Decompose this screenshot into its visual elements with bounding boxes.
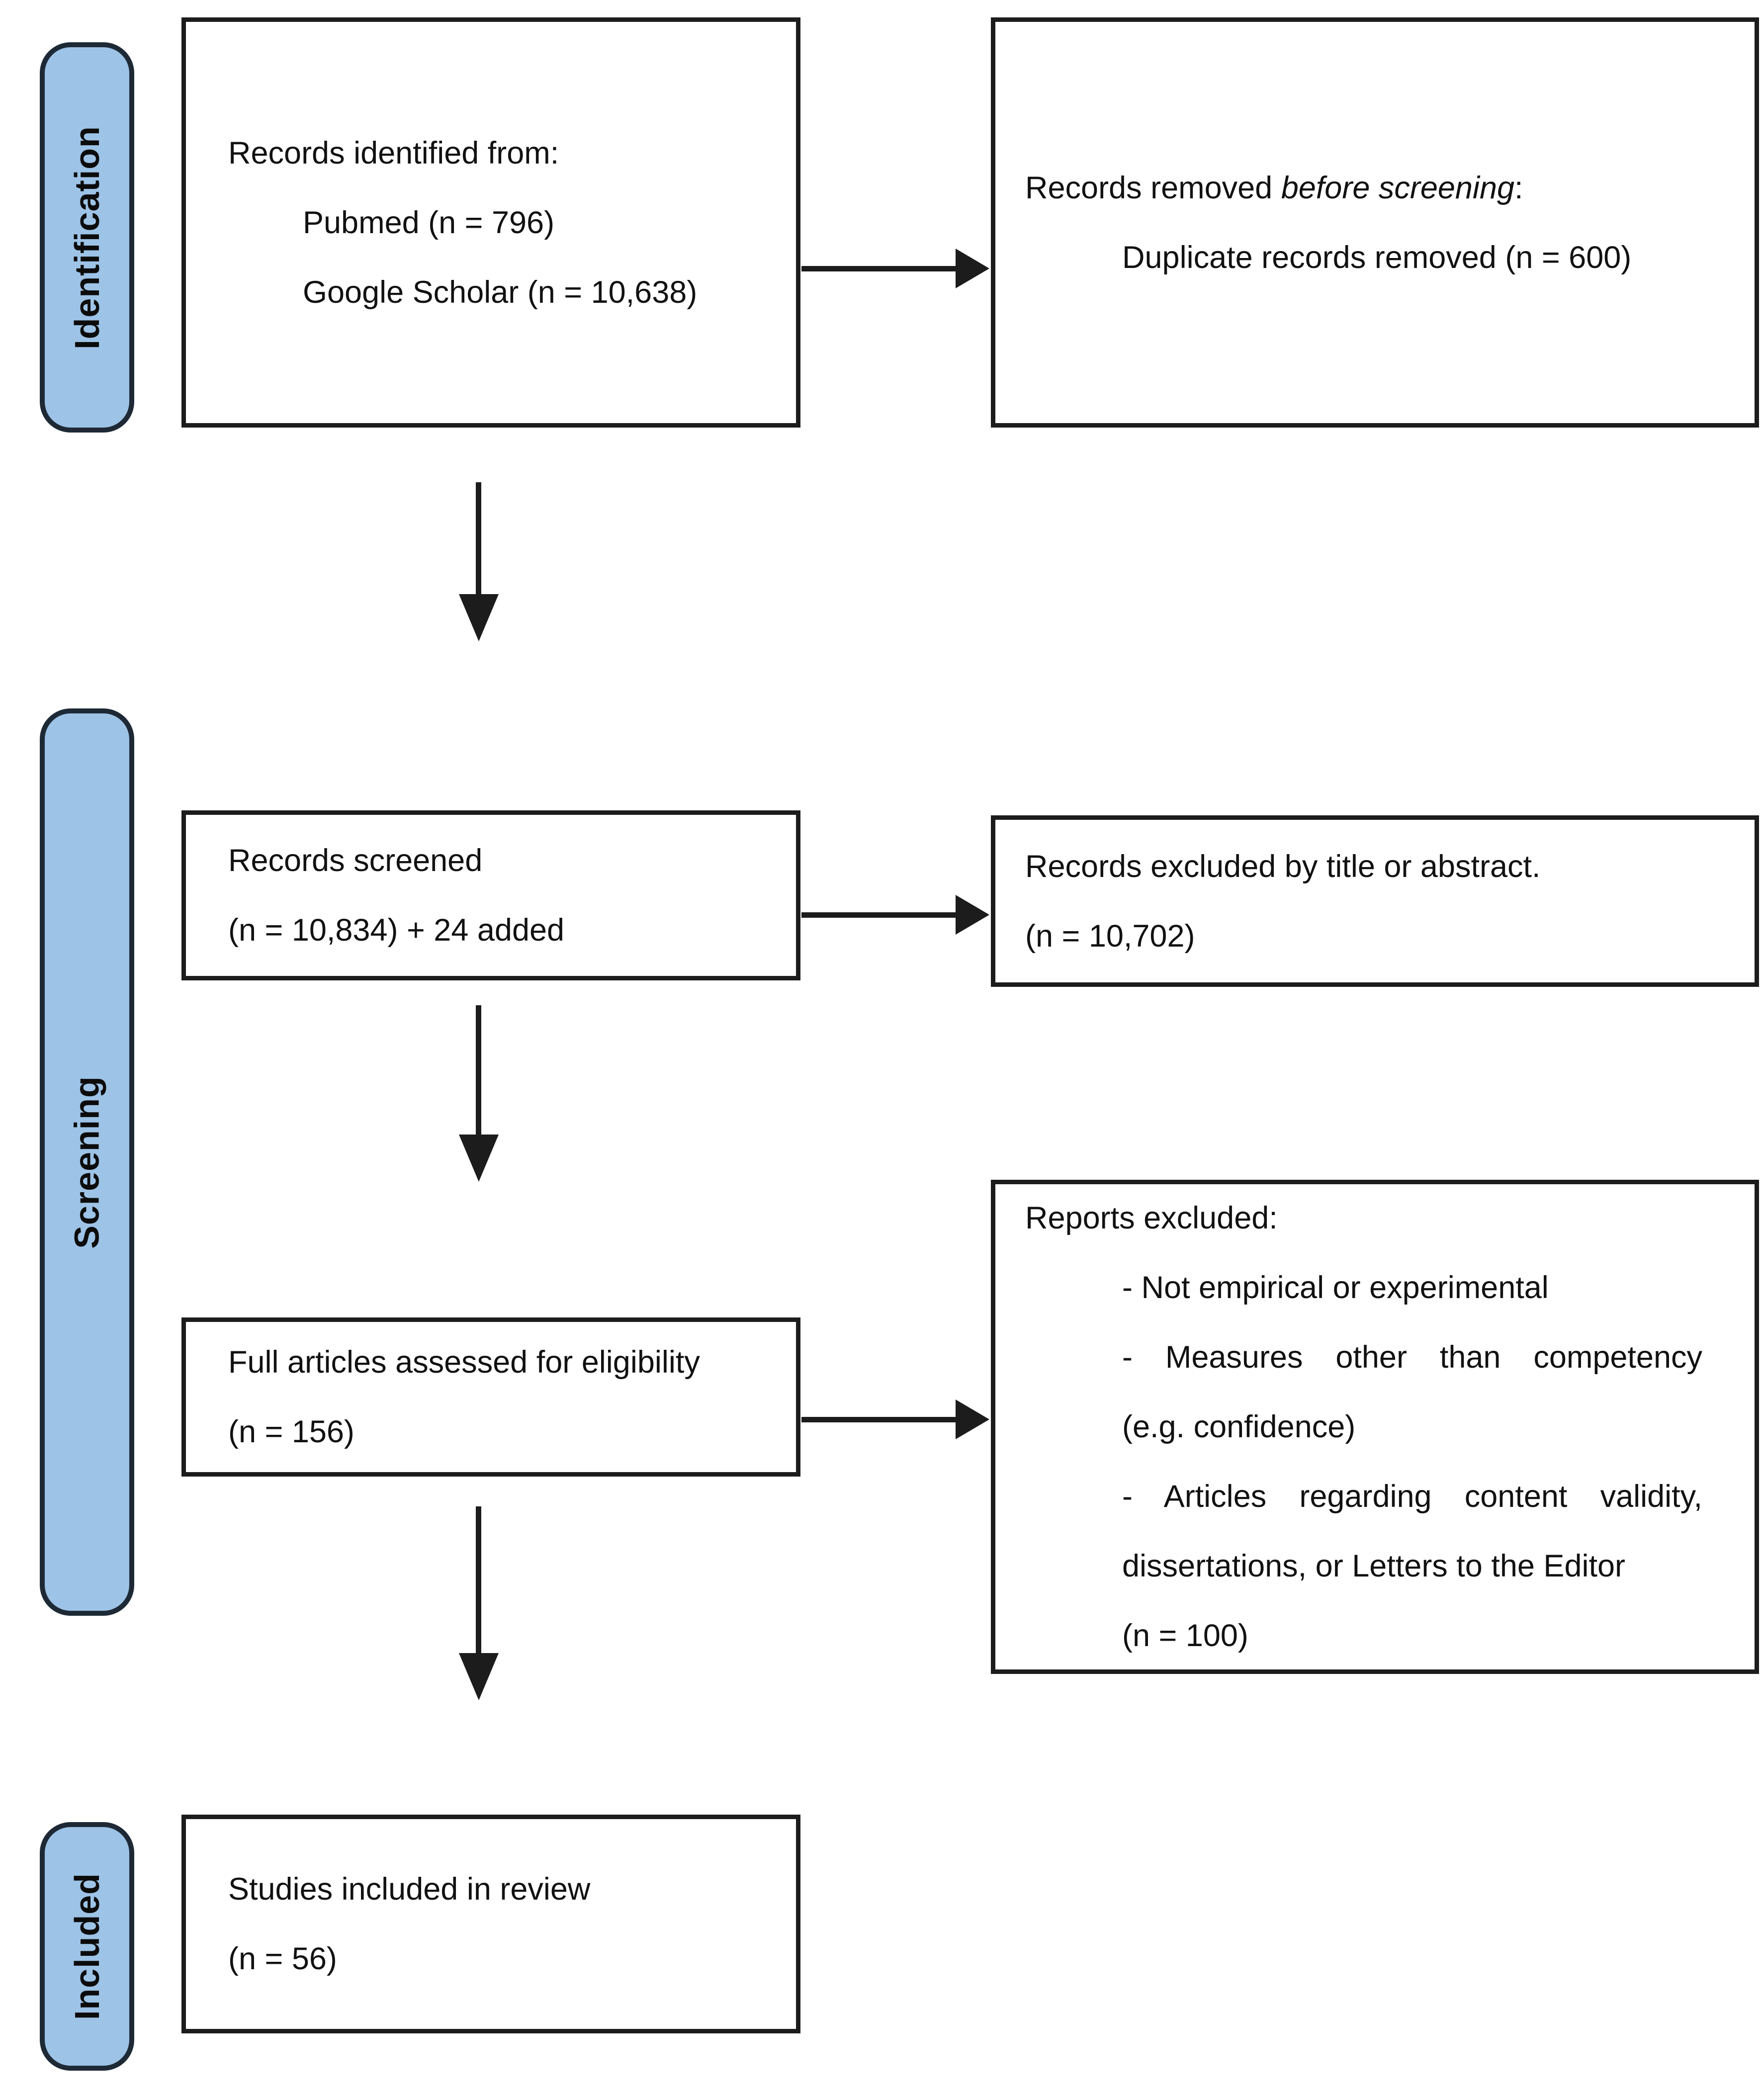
box-records-removed-before-screening: Records removed before screening: Duplic… — [991, 17, 1759, 428]
stage-label-identification: Identification — [40, 42, 134, 433]
arrow-fullarticles-to-included-head-icon — [459, 1653, 499, 1700]
arrow-fullarticles-to-reports-excluded-head-icon — [956, 1400, 989, 1439]
reports-excluded-item-measures: - Measures other than competency — [1122, 1340, 1702, 1375]
records-removed-title-italic: before screening — [1281, 170, 1515, 205]
stage-label-included: Included — [40, 1822, 134, 2071]
records-identified-source-google-scholar: Google Scholar (n = 10,638) — [303, 274, 698, 310]
arrow-identified-to-removed-head-icon — [956, 249, 989, 288]
reports-excluded-item-not-empirical: - Not empirical or experimental — [1122, 1270, 1549, 1305]
stage-label-screening-text: Screening — [68, 1075, 107, 1249]
box-records-screened: Records screened (n = 10,834) + 24 added — [181, 810, 800, 980]
full-articles-line2: (n = 156) — [228, 1414, 354, 1449]
arrow-fullarticles-to-reports-excluded-line — [801, 1417, 960, 1422]
arrow-identified-to-screened-head-icon — [459, 594, 499, 641]
reports-excluded-count: (n = 100) — [1122, 1618, 1248, 1653]
arrow-screened-to-excluded-head-icon — [956, 895, 989, 935]
box-studies-included: Studies included in review (n = 56) — [181, 1815, 800, 2033]
box-records-identified: Records identified from: Pubmed (n = 796… — [181, 17, 800, 428]
duplicate-records-removed: Duplicate records removed (n = 600) — [1122, 240, 1632, 275]
arrow-screened-to-fullarticles-head-icon — [459, 1135, 499, 1182]
stage-label-screening: Screening — [40, 708, 134, 1616]
full-articles-line1: Full articles assessed for eligibility — [228, 1345, 700, 1380]
reports-excluded-item-articles: - Articles regarding content validity, — [1122, 1479, 1702, 1514]
records-identified-title: Records identified from: — [228, 135, 559, 171]
reports-excluded-item-measures-cont: (e.g. confidence) — [1122, 1409, 1356, 1444]
arrow-screened-to-excluded-line — [801, 912, 960, 918]
records-identified-source-pubmed: Pubmed (n = 796) — [303, 205, 555, 240]
reports-excluded-title: Reports excluded: — [1025, 1201, 1278, 1235]
arrow-screened-to-fullarticles-line — [476, 1005, 481, 1136]
box-records-excluded-by-title-or-abstract: Records excluded by title or abstract. (… — [991, 815, 1759, 987]
records-excluded-line2: (n = 10,702) — [1025, 918, 1195, 954]
records-screened-line2: (n = 10,834) + 24 added — [228, 913, 565, 948]
studies-included-line2: (n = 56) — [228, 1941, 337, 1976]
arrow-identified-to-removed-line — [801, 266, 960, 271]
arrow-fullarticles-to-included-line — [476, 1506, 481, 1654]
studies-included-line1: Studies included in review — [228, 1872, 591, 1907]
stage-label-identification-text: Identification — [68, 125, 106, 350]
records-screened-line1: Records screened — [228, 843, 483, 878]
records-excluded-line1: Records excluded by title or abstract. — [1025, 849, 1541, 884]
box-full-articles-assessed: Full articles assessed for eligibility (… — [181, 1317, 800, 1477]
arrow-identified-to-screened-line — [476, 482, 481, 597]
records-removed-title: Records removed before screening: — [1025, 153, 1755, 223]
records-removed-title-prefix: Records removed — [1025, 170, 1281, 205]
records-removed-title-suffix: : — [1514, 170, 1523, 205]
reports-excluded-item-articles-cont: dissertations, or Letters to the Editor — [1122, 1549, 1625, 1583]
box-reports-excluded: Reports excluded: - Not empirical or exp… — [991, 1180, 1759, 1674]
stage-label-included-text: Included — [68, 1873, 107, 2020]
